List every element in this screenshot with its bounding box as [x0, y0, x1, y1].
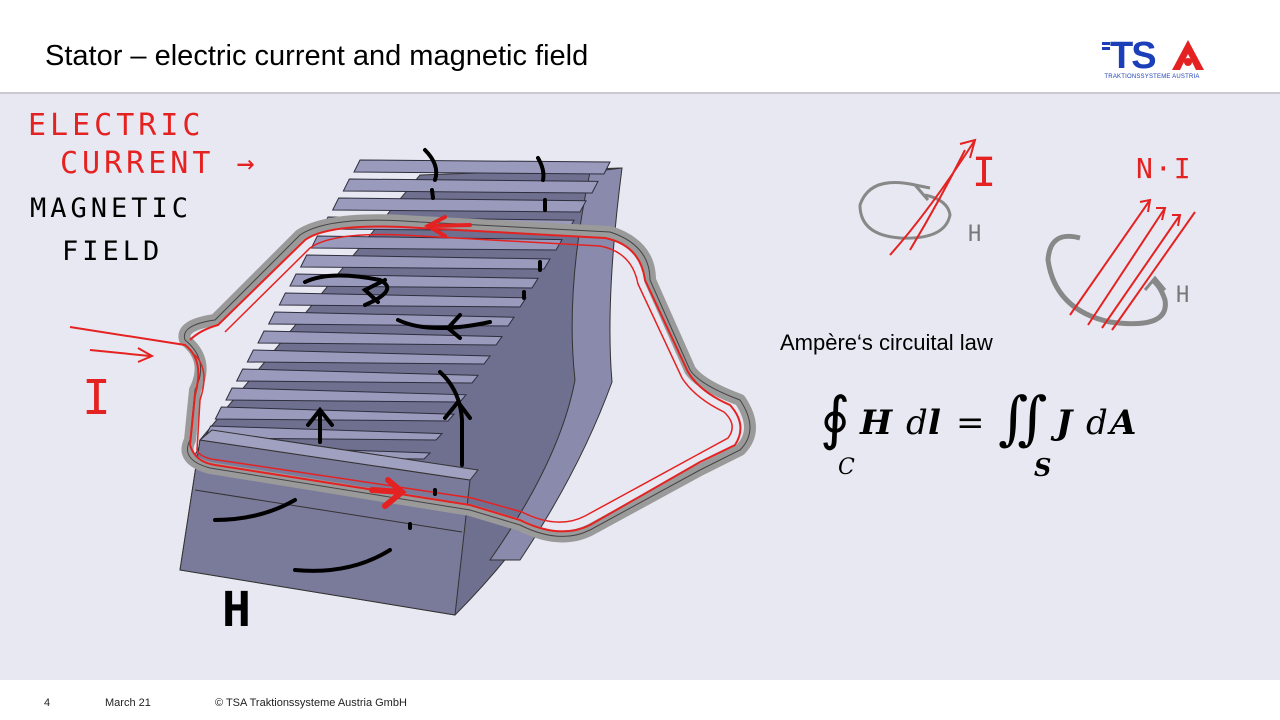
amperes-law-equation: ∮ H d l C = ∬ J d A S	[820, 384, 1136, 482]
magnetic-field-label-line1: MAGNETIC	[30, 193, 193, 224]
tsa-logo: TS	[1102, 35, 1204, 77]
eq-contour: C	[838, 455, 855, 480]
logo-subtitle: TRAKTIONSSYSTEME AUSTRIA	[1104, 74, 1200, 80]
stator-tooth	[246, 349, 491, 365]
stator-tooth	[278, 292, 527, 308]
content-background	[0, 94, 1280, 680]
stator-tooth	[353, 159, 611, 175]
stator-tooth	[257, 330, 503, 346]
eq-J: J	[1050, 403, 1074, 443]
footer-copyright: © TSA Traktionssysteme Austria GmbH	[215, 697, 407, 709]
electric-current-label-line2: CURRENT →	[60, 146, 259, 181]
amperes-law-label: Ampère‘s circuital law	[780, 330, 993, 355]
stator-tooth	[331, 197, 587, 213]
footer-date: March 21	[105, 697, 151, 709]
svg-text:TS: TS	[1110, 35, 1155, 77]
magnetic-field-label-line2: FIELD	[62, 236, 164, 267]
eq-d1: d	[906, 403, 928, 443]
slide-title: Stator – electric current and magnetic f…	[45, 40, 589, 72]
magnetic-field-strokes	[213, 148, 547, 573]
small-current-symbol: I	[972, 150, 1001, 196]
stator-tooth	[342, 178, 599, 194]
current-symbol: I	[82, 370, 115, 426]
stator-diagram	[69, 148, 756, 616]
small-field-symbol: H	[968, 222, 986, 247]
header-divider	[0, 92, 1280, 94]
current-path	[69, 225, 742, 533]
stator-tooth	[310, 235, 563, 251]
eq-l: l	[928, 403, 941, 443]
electric-current-label-line1: ELECTRIC	[28, 108, 205, 143]
stator-tooth	[214, 406, 456, 422]
eq-d2: d	[1086, 403, 1108, 443]
stator-tooth	[299, 254, 551, 270]
surface-integral-symbol: ∬	[998, 384, 1047, 452]
stator-tooth	[235, 368, 480, 384]
eq-surface: S	[1034, 453, 1051, 482]
field-sketches	[858, 138, 1196, 331]
stator-teeth	[193, 159, 611, 460]
field-symbol: H	[222, 582, 255, 638]
eq-H: H	[859, 403, 894, 443]
eq-A: A	[1107, 403, 1136, 443]
tsa-logo-mark: TS	[1102, 35, 1204, 77]
eq-equals: =	[956, 403, 985, 443]
footer-page-number: 4	[44, 697, 51, 709]
coil-current-label: N·I	[1136, 152, 1193, 185]
coil-field-symbol: H	[1176, 283, 1194, 308]
contour-integral-symbol: ∮	[820, 384, 850, 452]
